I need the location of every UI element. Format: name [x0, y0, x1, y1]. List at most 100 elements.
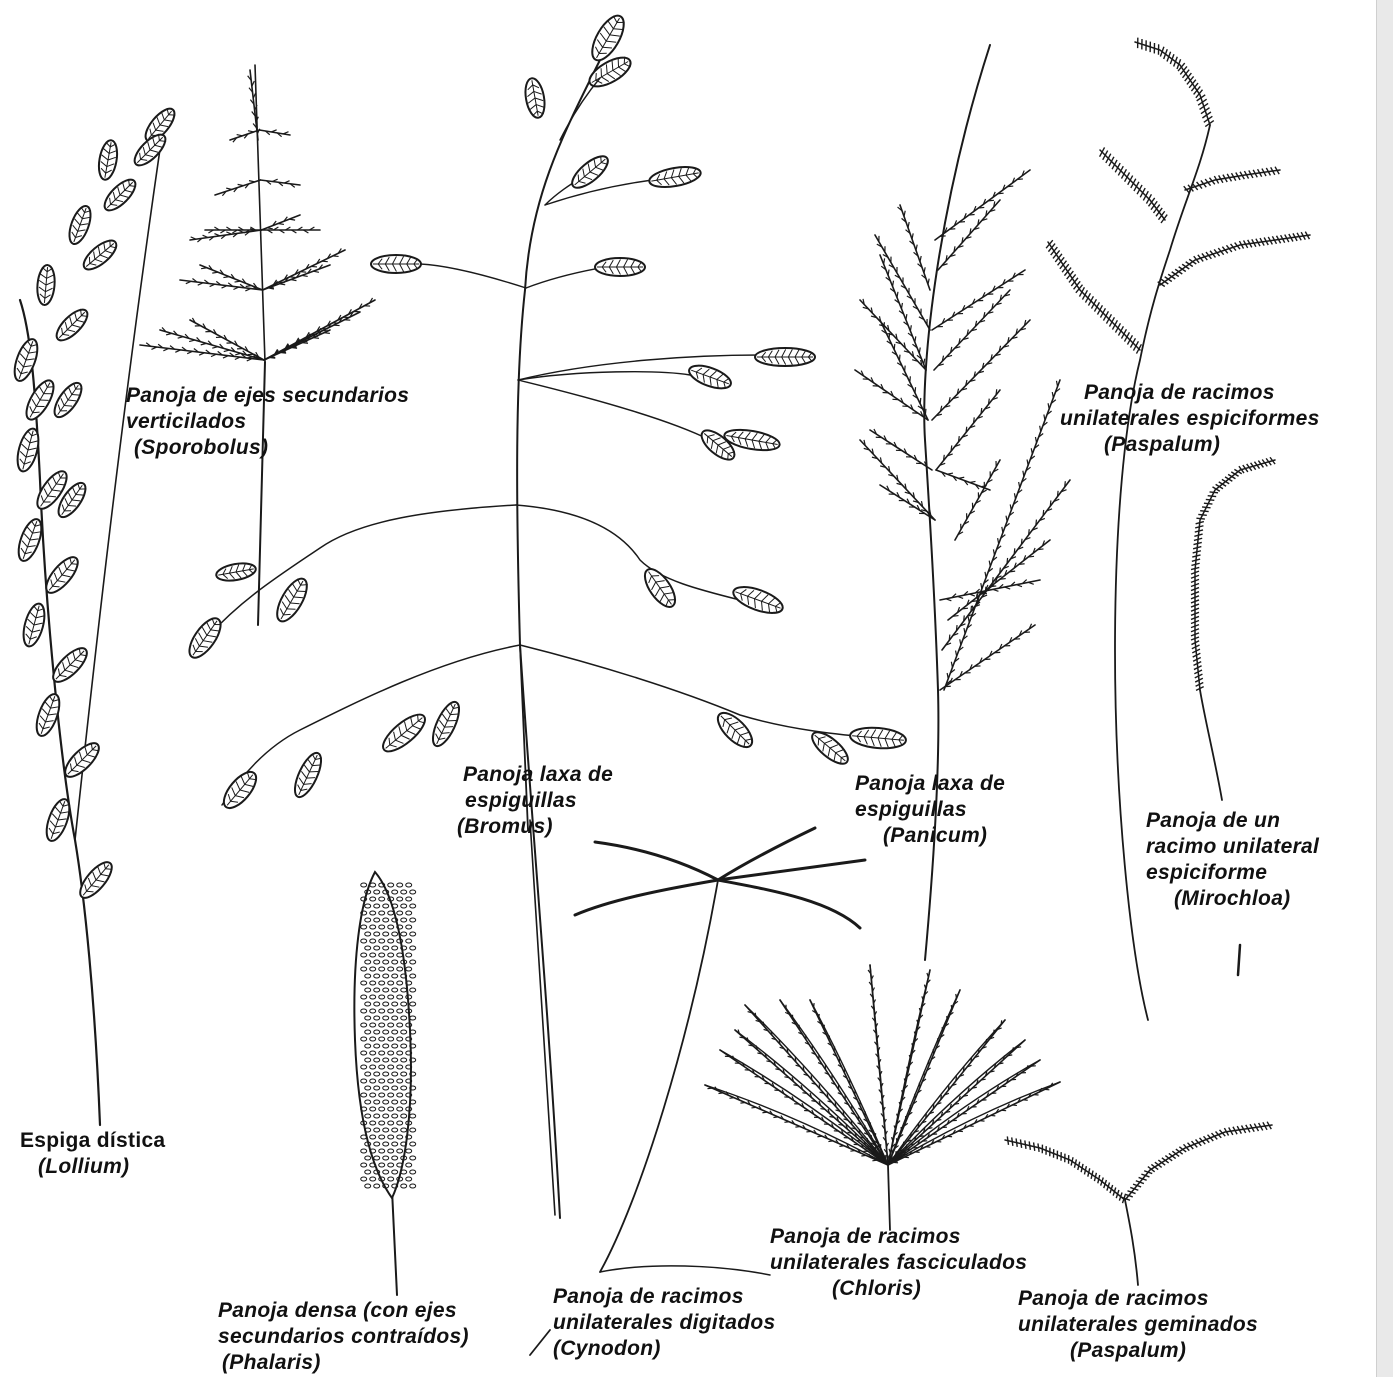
feather-hair	[951, 445, 952, 451]
raceme-spikelet-tick	[1121, 169, 1126, 178]
phalaris-texture-dot	[361, 883, 367, 887]
phalaris-texture-dot	[401, 918, 407, 922]
feather-hair	[313, 271, 319, 272]
label-cynodon-line1: Panoja de racimos	[553, 1284, 776, 1310]
feather-hair	[993, 589, 998, 591]
feather-hair	[279, 282, 285, 283]
raceme-spikelet-tick	[1133, 341, 1138, 350]
phalaris-dense-panicle-drawing	[354, 872, 415, 1295]
feather-hair	[795, 1127, 800, 1128]
lollium-spikelet	[42, 796, 74, 844]
feather-hair	[300, 272, 306, 273]
feather-hair	[924, 1072, 925, 1077]
raceme-spikelet-tick	[1124, 332, 1129, 341]
bromus-branch	[518, 372, 690, 380]
bromus-spikelet	[648, 164, 702, 191]
paspalum1-raceme	[1185, 170, 1280, 190]
feather-hair	[916, 245, 917, 251]
panicum-branch	[934, 290, 1010, 370]
feather-hair	[290, 277, 296, 278]
feather-hair	[948, 1086, 949, 1091]
bromus-spikelet	[371, 255, 421, 273]
raceme-spikelet-tick	[1121, 329, 1126, 338]
label-panicum-line1: Panoja laxa de	[855, 771, 1005, 797]
label-phalaris-genus: (Phalaris)	[218, 1350, 469, 1376]
chloris-raceme-hairs	[780, 1000, 888, 1165]
feather-hair	[940, 236, 946, 237]
chloris-raceme-hairs	[888, 990, 960, 1165]
feather-hair	[971, 1058, 972, 1063]
feather-hair	[1028, 556, 1034, 557]
lollium-spikelet	[96, 139, 120, 181]
phalaris-texture-dot	[401, 904, 407, 908]
feather-hair	[279, 284, 285, 285]
feather-hair	[238, 184, 244, 185]
bromus-spikelet	[639, 564, 681, 612]
feather-hair	[784, 1077, 789, 1078]
feather-hair	[953, 616, 959, 617]
raceme-spikelet-tick	[1134, 182, 1139, 191]
bromus-spikelet	[849, 726, 907, 751]
label-panicum-line2: espiguillas	[855, 797, 1005, 823]
chloris-raceme-hairs	[745, 1005, 888, 1165]
raceme-spikelet-tick	[1208, 496, 1216, 497]
phalaris-texture-dot	[370, 1177, 376, 1181]
label-mirochloa-line1: Panoja de un	[1146, 808, 1319, 834]
raceme-spikelet-tick	[1025, 1140, 1026, 1148]
raceme-spikelet-tick	[1127, 335, 1132, 344]
label-bromus-line2: espiguillas	[463, 788, 613, 814]
feather-hair	[1048, 403, 1049, 409]
label-panicum-genus: (Panicum)	[855, 823, 1005, 849]
phalaris-texture-dot	[397, 911, 403, 915]
raceme-spikelet-tick	[1103, 151, 1108, 160]
raceme-spikelet-tick	[1130, 338, 1135, 347]
feather-hair	[892, 1149, 893, 1154]
feather-hair	[226, 188, 232, 189]
raceme-spikelet-tick	[1097, 305, 1102, 314]
feather-hair	[996, 389, 997, 395]
feather-hair	[278, 223, 284, 224]
raceme-spikelet-tick	[1196, 518, 1204, 519]
feather-hair	[918, 1123, 919, 1128]
mirochloa-raceme	[1195, 460, 1275, 690]
feather-hair	[189, 340, 195, 341]
feather-hair	[959, 477, 965, 478]
phalaris-texture-dot	[410, 918, 416, 922]
feather-hair	[981, 583, 982, 589]
lollium-stem	[20, 300, 100, 1125]
bromus-branch	[518, 380, 710, 440]
label-chloris: Panoja de racimos unilaterales fascicula…	[770, 1224, 1027, 1302]
raceme-spikelet-tick	[1146, 194, 1151, 203]
feather-hair	[718, 1093, 723, 1094]
phalaris-texture-dot	[410, 904, 416, 908]
feather-hair	[237, 135, 243, 136]
label-mirochloa-line3: espiciforme	[1146, 860, 1319, 886]
raceme-spikelet-tick	[1029, 1141, 1030, 1149]
phalaris-texture-dot	[406, 925, 412, 929]
feather-hair	[766, 1061, 771, 1062]
raceme-spikelet-tick	[1100, 308, 1105, 317]
lollium-spikelet	[79, 236, 121, 275]
feather-hair	[1044, 415, 1045, 421]
raceme-spikelet-tick	[1007, 1136, 1008, 1144]
feather-hair	[910, 325, 911, 331]
bromus-spikelet	[218, 767, 262, 814]
label-paspalum-espiciformes-genus: (Paspalum)	[1060, 432, 1320, 458]
phalaris-texture-dot	[406, 1149, 412, 1153]
phalaris-texture-dot	[410, 974, 416, 978]
feather-hair	[970, 481, 976, 482]
feather-hair	[1021, 539, 1022, 545]
cynodon-raceme	[595, 842, 718, 880]
phalaris-texture-dot	[392, 890, 398, 894]
bromus-spikelet	[755, 348, 815, 366]
feather-hair	[986, 1039, 987, 1044]
lollium-spikelet	[36, 264, 56, 305]
feather-hair	[249, 181, 255, 182]
bromus-branch	[526, 268, 600, 288]
feather-hair	[968, 617, 969, 623]
label-sporobolus-genus: (Sporobolus)	[126, 435, 409, 461]
feather-hair	[946, 599, 951, 601]
sporobolus-branch	[215, 180, 260, 195]
label-paspalum-geminados: Panoja de racimos unilaterales geminados…	[1018, 1286, 1258, 1364]
raceme-spikelet-tick	[1088, 296, 1093, 305]
